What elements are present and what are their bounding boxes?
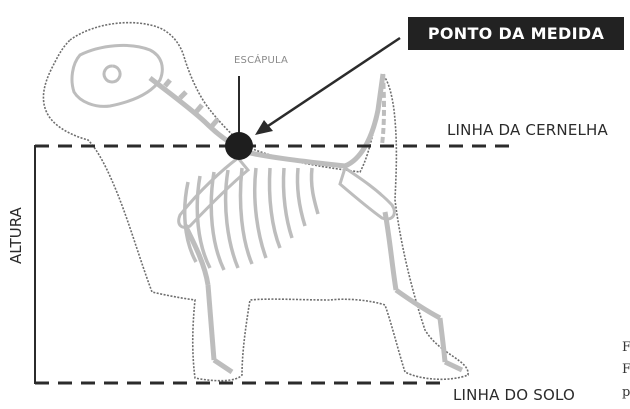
height-label: ALTURA: [7, 207, 25, 264]
measurement-point-marker: [225, 132, 253, 160]
cut-text-1: F: [622, 340, 630, 355]
measure-point-banner: PONTO DA MEDIDA: [408, 17, 624, 50]
tail-bones: [382, 74, 384, 145]
skull-bone: [72, 45, 162, 106]
neck-vertebrae: [150, 78, 236, 146]
pelvis-bone: [340, 168, 394, 219]
rib-cage: [185, 168, 318, 270]
hind-leg-bones: [385, 212, 462, 370]
cut-text-3: p: [622, 385, 630, 400]
cut-text-2: F: [622, 362, 630, 377]
scapula-label: ESCÁPULA: [234, 55, 288, 66]
spine-bone: [236, 74, 383, 166]
ground-line-label: LINHA DO SOLO: [453, 386, 575, 404]
front-leg-bones: [185, 225, 232, 372]
withers-line-label: LINHA DA CERNELHA: [447, 121, 608, 139]
measure-arrow-head: [255, 120, 273, 135]
height-bracket: [35, 146, 48, 383]
